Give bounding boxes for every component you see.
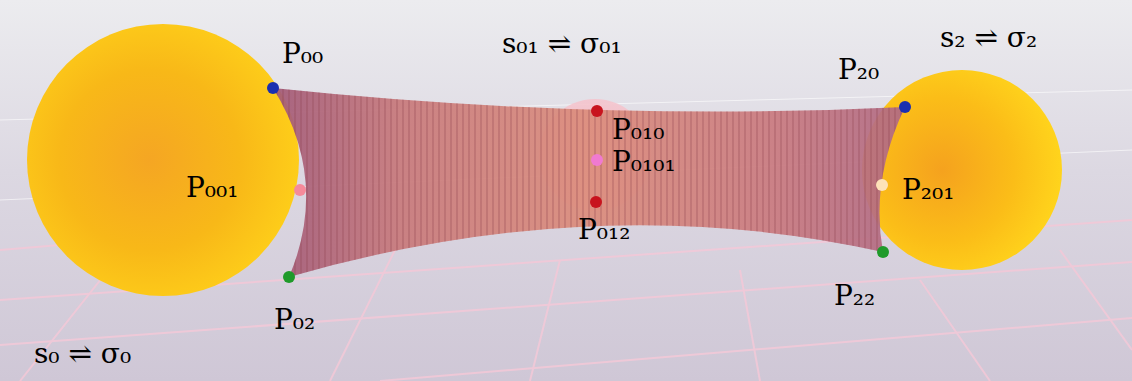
point-label: P₀₁₀₁ <box>612 148 676 176</box>
correspondence-label: s₀ ⇌ σ₀ <box>34 340 131 368</box>
correspondence-label: s₀₁ ⇌ σ₀₁ <box>502 30 622 58</box>
point-label: P₂₂ <box>834 282 875 310</box>
point-label: P₂₀₁ <box>902 176 955 204</box>
correspondence-label: s₂ ⇌ σ₂ <box>940 24 1037 52</box>
point-label: P₀₁₂ <box>578 216 631 244</box>
point-label: P₀₀₁ <box>186 174 239 202</box>
point-label: P₀₀ <box>282 40 323 68</box>
point-label: P₂₀ <box>838 56 879 84</box>
point-label: P₀₂ <box>274 306 315 334</box>
point-label: P₀₁₀ <box>612 116 665 144</box>
